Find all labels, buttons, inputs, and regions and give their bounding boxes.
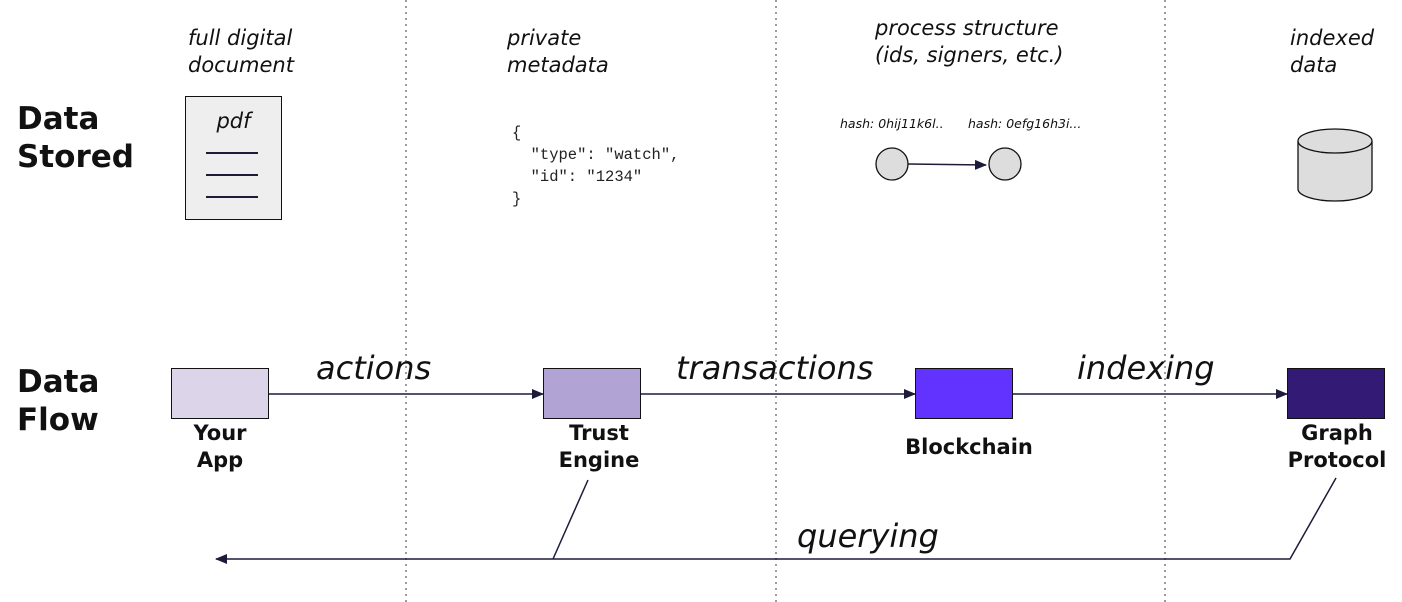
pdf-document-icon: pdf [185, 96, 282, 220]
pdf-text-line [206, 152, 258, 154]
blockchain-label: Blockchain [905, 435, 1033, 459]
trust-engine-label: Trust Engine [558, 421, 640, 472]
caption-private-metadata: private metadata [507, 26, 609, 77]
transactions-label: transactions [676, 349, 874, 387]
metadata-json: { "type": "watch", "id": "1234" } [512, 124, 680, 208]
process-node-b [988, 147, 1022, 181]
pdf-label: pdf [216, 109, 251, 133]
database-icon [1297, 128, 1373, 202]
hash-a-label: hash: 0hij11k6l.. [840, 116, 944, 131]
trust-engine-node [543, 368, 641, 419]
data-flow-title: Data Flow [17, 364, 100, 438]
querying-label: querying [797, 517, 939, 555]
your-app-node [171, 368, 269, 419]
your-app-label: Your App [193, 421, 247, 472]
data-stored-title: Data Stored [17, 101, 134, 175]
actions-label: actions [316, 349, 432, 387]
hash-b-label: hash: 0efg16h3i... [968, 116, 1082, 131]
pdf-text-line [206, 196, 258, 198]
trust-engine-query-branch [552, 479, 589, 560]
graph-protocol-label: Graph Protocol [1287, 421, 1387, 472]
caption-process-structure: process structure (ids, signers, etc.) [875, 16, 1064, 67]
blockchain-node [915, 368, 1013, 419]
caption-indexed-data: indexed data [1290, 26, 1375, 77]
indexing-label: indexing [1077, 349, 1215, 387]
process-node-a [875, 147, 909, 181]
caption-full-digital-document: full digital document [188, 26, 294, 77]
graph-protocol-node [1287, 368, 1385, 419]
pdf-text-line [206, 174, 258, 176]
querying-arrow [215, 477, 1337, 564]
process-link-arrow [907, 159, 987, 170]
